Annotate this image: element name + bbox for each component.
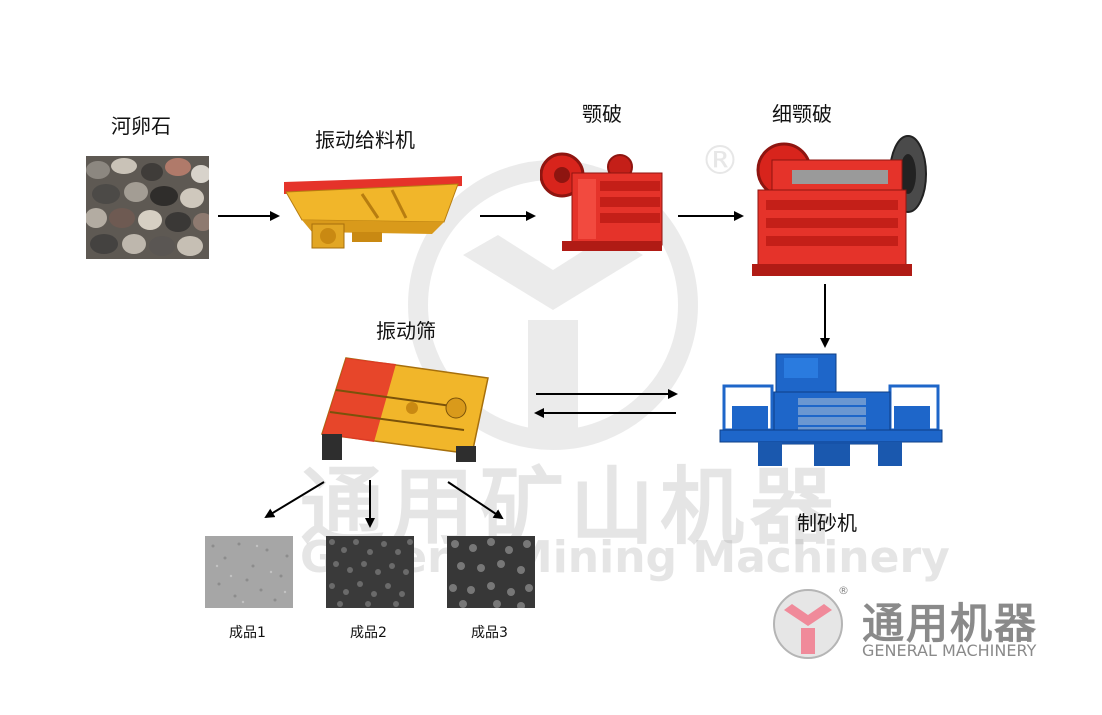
brand-name-chinese: 通用机器	[862, 599, 1039, 648]
label-pebbles: 河卵石	[111, 114, 171, 138]
vibrating-feeder-image	[282, 174, 464, 258]
brand-name-english: GENERAL MACHINERY	[862, 641, 1037, 660]
label-product-2: 成品2	[350, 625, 387, 641]
vibrating-screen-image	[316, 350, 490, 470]
label-feeder: 振动给料机	[315, 128, 415, 152]
jaw-crusher-image	[539, 145, 668, 259]
sand-making-machine-image	[718, 348, 944, 476]
product-1-image	[205, 536, 293, 608]
label-product-1: 成品1	[229, 625, 266, 641]
brand-registered-mark: ®	[838, 584, 849, 597]
label-product-3: 成品3	[471, 625, 508, 641]
label-fine-jaw-crusher: 细颚破	[772, 102, 832, 126]
pebbles-image	[86, 156, 209, 259]
product-3-image	[447, 536, 535, 608]
product-2-image	[326, 536, 414, 608]
label-sand-maker: 制砂机	[797, 511, 857, 535]
label-vibrating-screen: 振动筛	[376, 319, 436, 343]
fine-jaw-crusher-image	[752, 134, 930, 286]
label-jaw-crusher: 颚破	[582, 102, 622, 126]
watermark-registered-mark: ®	[700, 138, 740, 184]
brand-logo-icon	[772, 588, 844, 664]
